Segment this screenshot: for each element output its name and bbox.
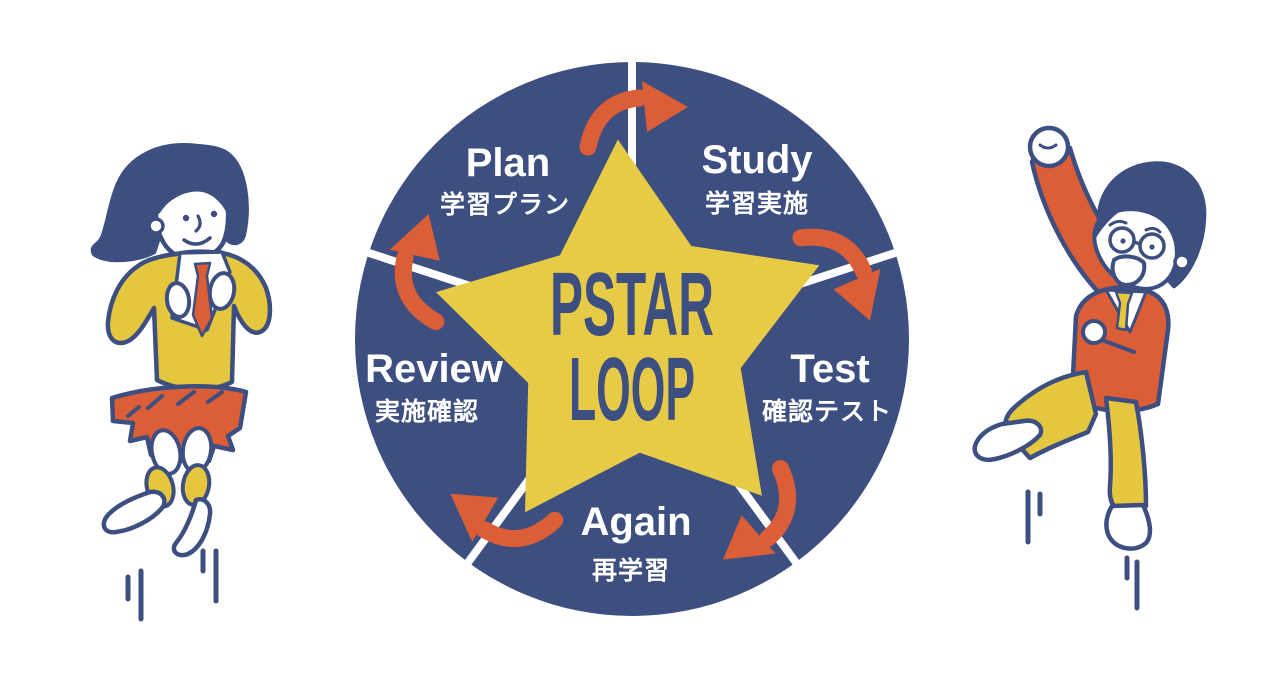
step-plan-sublabel: 学習プラン (440, 190, 570, 219)
boy-forearm (1100, 338, 1136, 354)
step-again-label: Again (580, 500, 691, 544)
step-test-label: Test (790, 347, 869, 391)
girl-shoe-right (171, 497, 213, 558)
boy-shoe-right (1104, 502, 1153, 551)
girl-mouth (182, 236, 212, 246)
boy-mouth (1110, 254, 1147, 287)
boy-speed-lines-icon (1025, 489, 1140, 611)
boy-eye-left (1120, 238, 1126, 244)
boy-fringe (1095, 178, 1200, 238)
boy-brow-left (1108, 219, 1128, 227)
girl-eye-left (182, 214, 190, 222)
girl-skirt-pleats (126, 390, 224, 418)
boy-leg-extended (1103, 395, 1149, 513)
boy-glasses-bridge (1133, 240, 1141, 246)
girl-nose (194, 214, 202, 233)
center-title-line2: LOOP (569, 340, 695, 440)
girl-ear (147, 217, 165, 235)
step-again-sublabel: 再学習 (592, 556, 670, 585)
boy-tie (1114, 290, 1134, 332)
boy-brow-right (1144, 226, 1162, 234)
girl-hand-right (207, 271, 237, 311)
step-test-sublabel: 確認テスト (762, 397, 892, 426)
step-labels: Plan 学習プラン Study 学習実施 Test 確認テスト Again 再… (365, 138, 892, 585)
step-plan-label: Plan (466, 141, 550, 185)
girl-knee-left (149, 428, 183, 476)
girl-fringe (151, 159, 243, 238)
boy-fist-knuckles (1038, 143, 1058, 150)
boy-eye-right (1149, 244, 1155, 250)
center-title-line1: PSTAR (550, 255, 714, 355)
girl-student-illustration (90, 143, 273, 622)
girl-shoe-left (101, 489, 167, 535)
loop-circle: PSTAR LOOP (355, 56, 909, 616)
boy-hand (1081, 319, 1107, 345)
step-study-label: Study (701, 138, 813, 182)
step-review-label: Review (365, 347, 504, 391)
boy-shoe-left (972, 418, 1044, 462)
boy-student-illustration (972, 125, 1207, 611)
boy-ear (1173, 253, 1191, 271)
girl-eye-right (210, 210, 218, 218)
girl-speed-lines-icon (125, 548, 219, 622)
girl-tie (191, 261, 214, 338)
step-review-sublabel: 実施確認 (375, 397, 479, 426)
boy-cardigan (1069, 285, 1171, 414)
step-study-sublabel: 学習実施 (705, 189, 809, 218)
center-star (436, 139, 820, 513)
girl-hand-left (164, 281, 192, 319)
